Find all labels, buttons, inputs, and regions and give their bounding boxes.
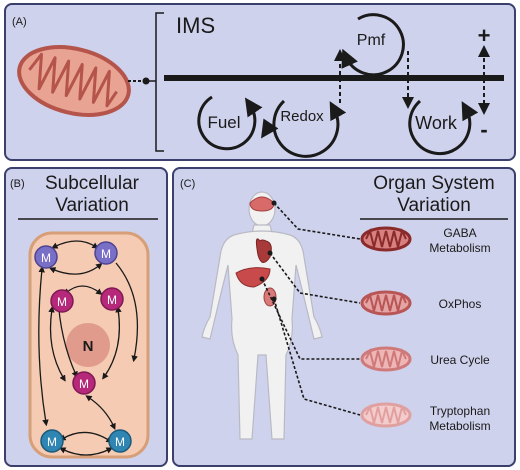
panel-b-tag: (B): [10, 178, 25, 190]
mito-icon-oxphos: [360, 290, 412, 316]
panel-c-title-line1: Organ System: [373, 173, 494, 194]
plus-sign: +: [478, 23, 491, 48]
mito-node: M: [34, 245, 58, 269]
svg-text:M: M: [115, 435, 125, 449]
mito-node: M: [108, 429, 132, 453]
organ-label: Metabolism: [429, 419, 490, 433]
panel-a-tag: (A): [12, 16, 27, 28]
heart-icon: [255, 238, 272, 263]
pmf-label: Pmf: [357, 32, 386, 49]
mito-node: M: [72, 371, 96, 395]
panel-b-canvas: (B) Subcellular Variation N M: [10, 173, 158, 459]
organ-label: Metabolism: [429, 241, 490, 255]
panel-c-title-line2: Variation: [397, 195, 471, 216]
fuel-label: Fuel: [207, 113, 240, 132]
mito-node: M: [94, 241, 118, 265]
svg-text:M: M: [101, 247, 111, 261]
work-cycle: Work: [408, 99, 479, 156]
mito-icon-urea: [360, 346, 412, 372]
svg-text:M: M: [47, 435, 57, 449]
human-body-icon: [201, 191, 323, 440]
redox-label: Redox: [280, 108, 324, 125]
liver-icon: [235, 267, 271, 288]
mitochondrion-icon: [17, 45, 131, 117]
panel-b-title-line2: Variation: [55, 195, 129, 216]
organ-label: OxPhos: [439, 297, 482, 311]
svg-text:M: M: [57, 295, 67, 309]
panel-b-title-line1: Subcellular: [45, 173, 140, 194]
mito-icon-tryptophan: [360, 402, 412, 428]
organ-connectors: [261, 202, 361, 416]
mito-network-arrows: [38, 240, 139, 456]
panel-a-canvas: (A) IMS Pmf Fuel: [12, 12, 504, 158]
brain-icon: [249, 196, 275, 212]
panel-c: (C) Organ System Variation: [172, 167, 516, 467]
mito-node: M: [40, 429, 64, 453]
mito-icon-gaba: [360, 226, 412, 252]
redox-cycle: Redox: [261, 99, 347, 158]
svg-text:M: M: [41, 251, 51, 265]
svg-text:M: M: [107, 293, 117, 307]
work-label: Work: [415, 113, 458, 133]
minus-sign: -: [480, 117, 487, 142]
ims-label: IMS: [176, 13, 215, 38]
panel-c-canvas: (C) Organ System Variation: [180, 173, 508, 440]
fuel-cycle: Fuel: [197, 95, 263, 151]
bracket: [155, 12, 164, 152]
organ-label: GABA: [443, 226, 476, 240]
nucleus-label: N: [83, 338, 94, 355]
panel-a: (A) IMS Pmf Fuel: [4, 3, 516, 161]
mito-node: M: [100, 287, 124, 311]
svg-text:M: M: [79, 377, 89, 391]
panel-b: (B) Subcellular Variation N M: [4, 167, 168, 467]
organ-label: Tryptophan: [430, 404, 490, 418]
organ-label: Urea Cycle: [430, 353, 490, 367]
mito-node: M: [50, 289, 74, 313]
pmf-cycle: Pmf: [341, 13, 405, 77]
panel-c-tag: (C): [180, 178, 195, 190]
